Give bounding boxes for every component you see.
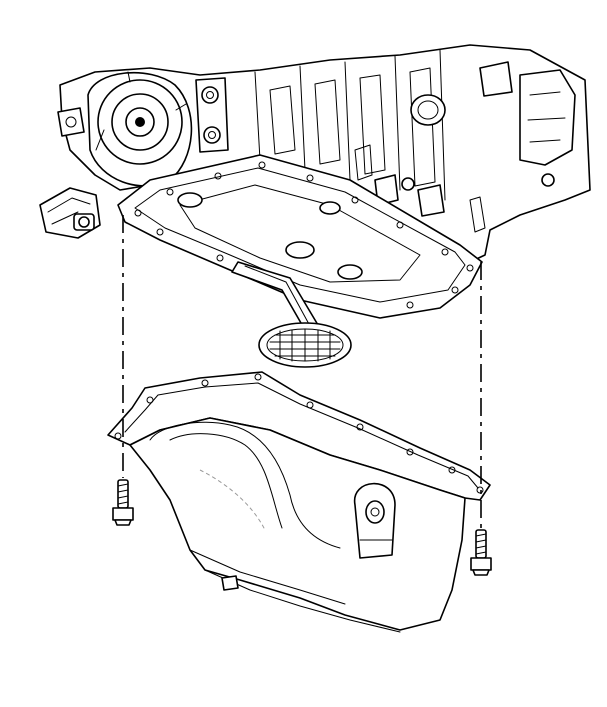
pickup-screen (258, 322, 352, 368)
timing-cover (87, 71, 229, 187)
engine-block (59, 44, 591, 263)
sensor-connector (39, 107, 101, 239)
upper-oil-pan (117, 154, 483, 319)
lower-oil-pan (107, 371, 491, 633)
oil-pan-bolt (112, 479, 134, 526)
alignment-line (122, 215, 482, 528)
oil-pan-bolt (470, 529, 492, 576)
